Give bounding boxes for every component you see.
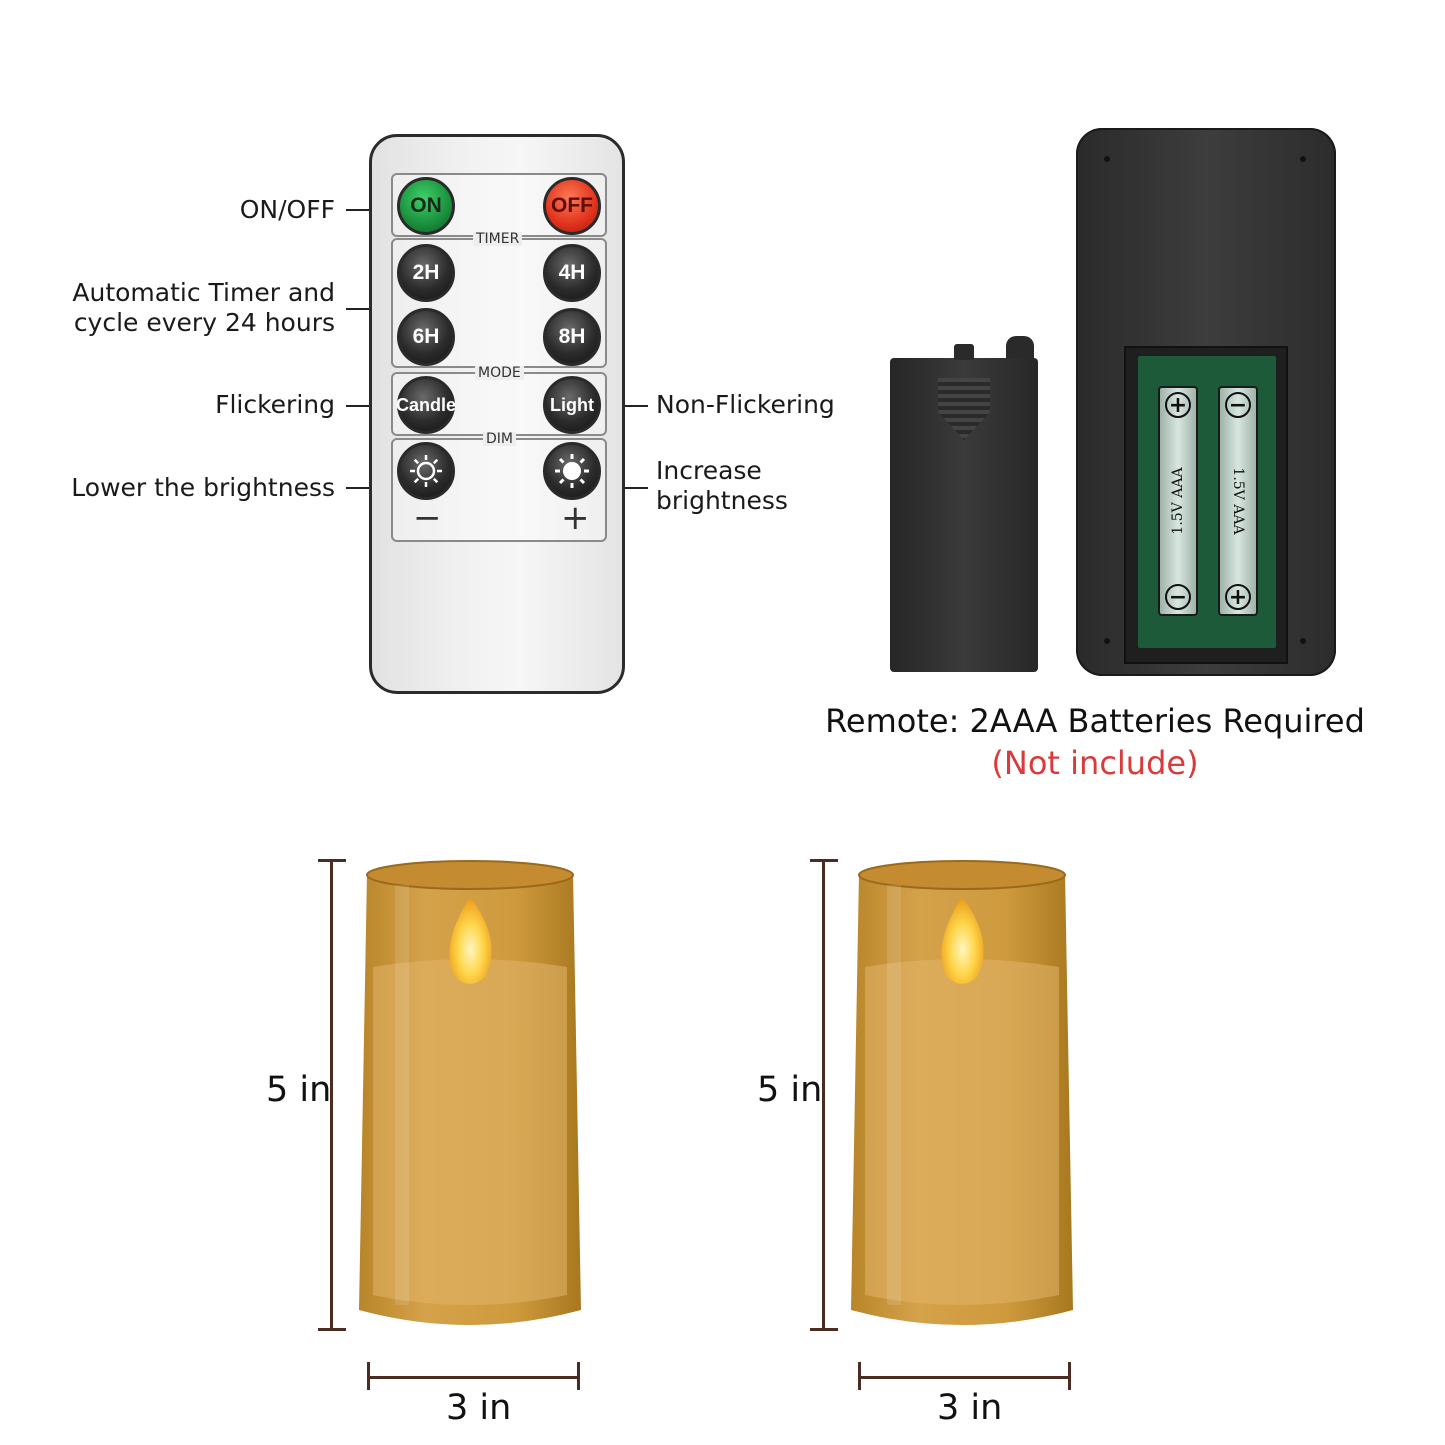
on-off-leader [346,209,390,211]
width-dimension-line-2 [859,1376,1071,1379]
minus-sign: − [413,498,442,538]
lid-hook [1006,336,1034,358]
mode-group: MODE Candle Light [391,366,607,436]
battery-bay: + 1.5V AAA − − 1.5V AAA + [1124,346,1288,664]
remote-back: + 1.5V AAA − − 1.5V AAA + [1076,128,1336,676]
width-cap-left-1 [367,1362,370,1390]
dim-title: DIM [483,432,516,446]
candle-2-height: 5 in [757,1070,823,1110]
increase-line1: Increase [656,456,762,485]
battery-2: − 1.5V AAA + [1218,386,1258,616]
non-flickering-label: Non-Flickering [656,390,835,419]
timer-2h-button[interactable]: 2H [397,244,455,302]
height-dimension-line-1 [330,860,333,1330]
candle-2 [851,860,1073,1325]
candle-1-width: 3 in [446,1388,512,1428]
battery-1-label: 1.5V AAA [1170,467,1186,535]
timer-label: Automatic Timer and cycle every 24 hours [20,278,335,338]
timer-label-line2: cycle every 24 hours [73,308,335,337]
mode-title: MODE [475,366,524,380]
plus-sign: + [561,498,590,538]
sun-small-icon [410,455,442,487]
dim-down-button[interactable] [397,442,455,500]
not-included-note: (Not include) [991,744,1199,782]
height-cap-top-1 [318,859,346,862]
lid-vent-icon [938,378,990,440]
candle-mode-button[interactable]: Candle [396,376,456,434]
flickering-label: Flickering [215,390,335,419]
battery-1: + 1.5V AAA − [1158,386,1198,616]
width-cap-right-2 [1068,1362,1071,1390]
height-cap-bottom-2 [810,1328,838,1331]
increase-brightness-leader [604,487,648,489]
timer-6h-button[interactable]: 6H [397,308,455,366]
on-off-label: ON/OFF [239,195,335,224]
timer-group: TIMER 2H 4H 6H 8H [391,232,607,368]
off-button[interactable]: OFF [543,177,601,235]
battery-1-plus-icon: + [1165,392,1191,418]
non-flickering-leader [604,405,648,407]
height-dimension-line-2 [822,860,825,1330]
dim-group: DIM − [391,432,607,542]
power-group: ON OFF [391,173,607,237]
timer-label-line1: Automatic Timer and [72,278,335,307]
timer-8h-button[interactable]: 8H [543,308,601,366]
height-cap-bottom-1 [318,1328,346,1331]
candle-2-width: 3 in [937,1388,1003,1428]
timer-title: TIMER [473,232,523,246]
width-dimension-line-1 [368,1376,580,1379]
timer-leader [346,308,390,310]
screw-bottom-right [1300,638,1306,644]
battery-2-label: 1.5V AAA [1230,467,1246,535]
battery-1-minus-icon: − [1165,584,1191,610]
sun-large-icon [555,454,589,488]
lid-tab [954,344,974,360]
dim-up-button[interactable] [543,442,601,500]
remote-front: ON OFF TIMER 2H 4H 6H 8H MODE Candle Lig… [369,134,625,694]
battery-caption: Remote: 2AAA Batteries Required [825,702,1365,740]
on-button[interactable]: ON [397,177,455,235]
light-mode-button[interactable]: Light [543,376,601,434]
battery-cover [890,336,1038,672]
screw-bottom-left [1104,638,1110,644]
candle-1-height: 5 in [266,1070,332,1110]
width-cap-right-1 [577,1362,580,1390]
flickering-leader [346,405,390,407]
increase-brightness-label: Increase brightness [656,456,788,516]
battery-2-minus-icon: − [1225,392,1251,418]
screw-top-right [1300,156,1306,162]
screw-top-left [1104,156,1110,162]
height-cap-top-2 [810,859,838,862]
increase-line2: brightness [656,486,788,515]
candle-1 [359,860,581,1325]
battery-2-plus-icon: + [1225,584,1251,610]
lower-brightness-label: Lower the brightness [71,473,335,502]
timer-4h-button[interactable]: 4H [543,244,601,302]
width-cap-left-2 [858,1362,861,1390]
lower-brightness-leader [346,487,390,489]
circuit-board: + 1.5V AAA − − 1.5V AAA + [1138,356,1276,648]
